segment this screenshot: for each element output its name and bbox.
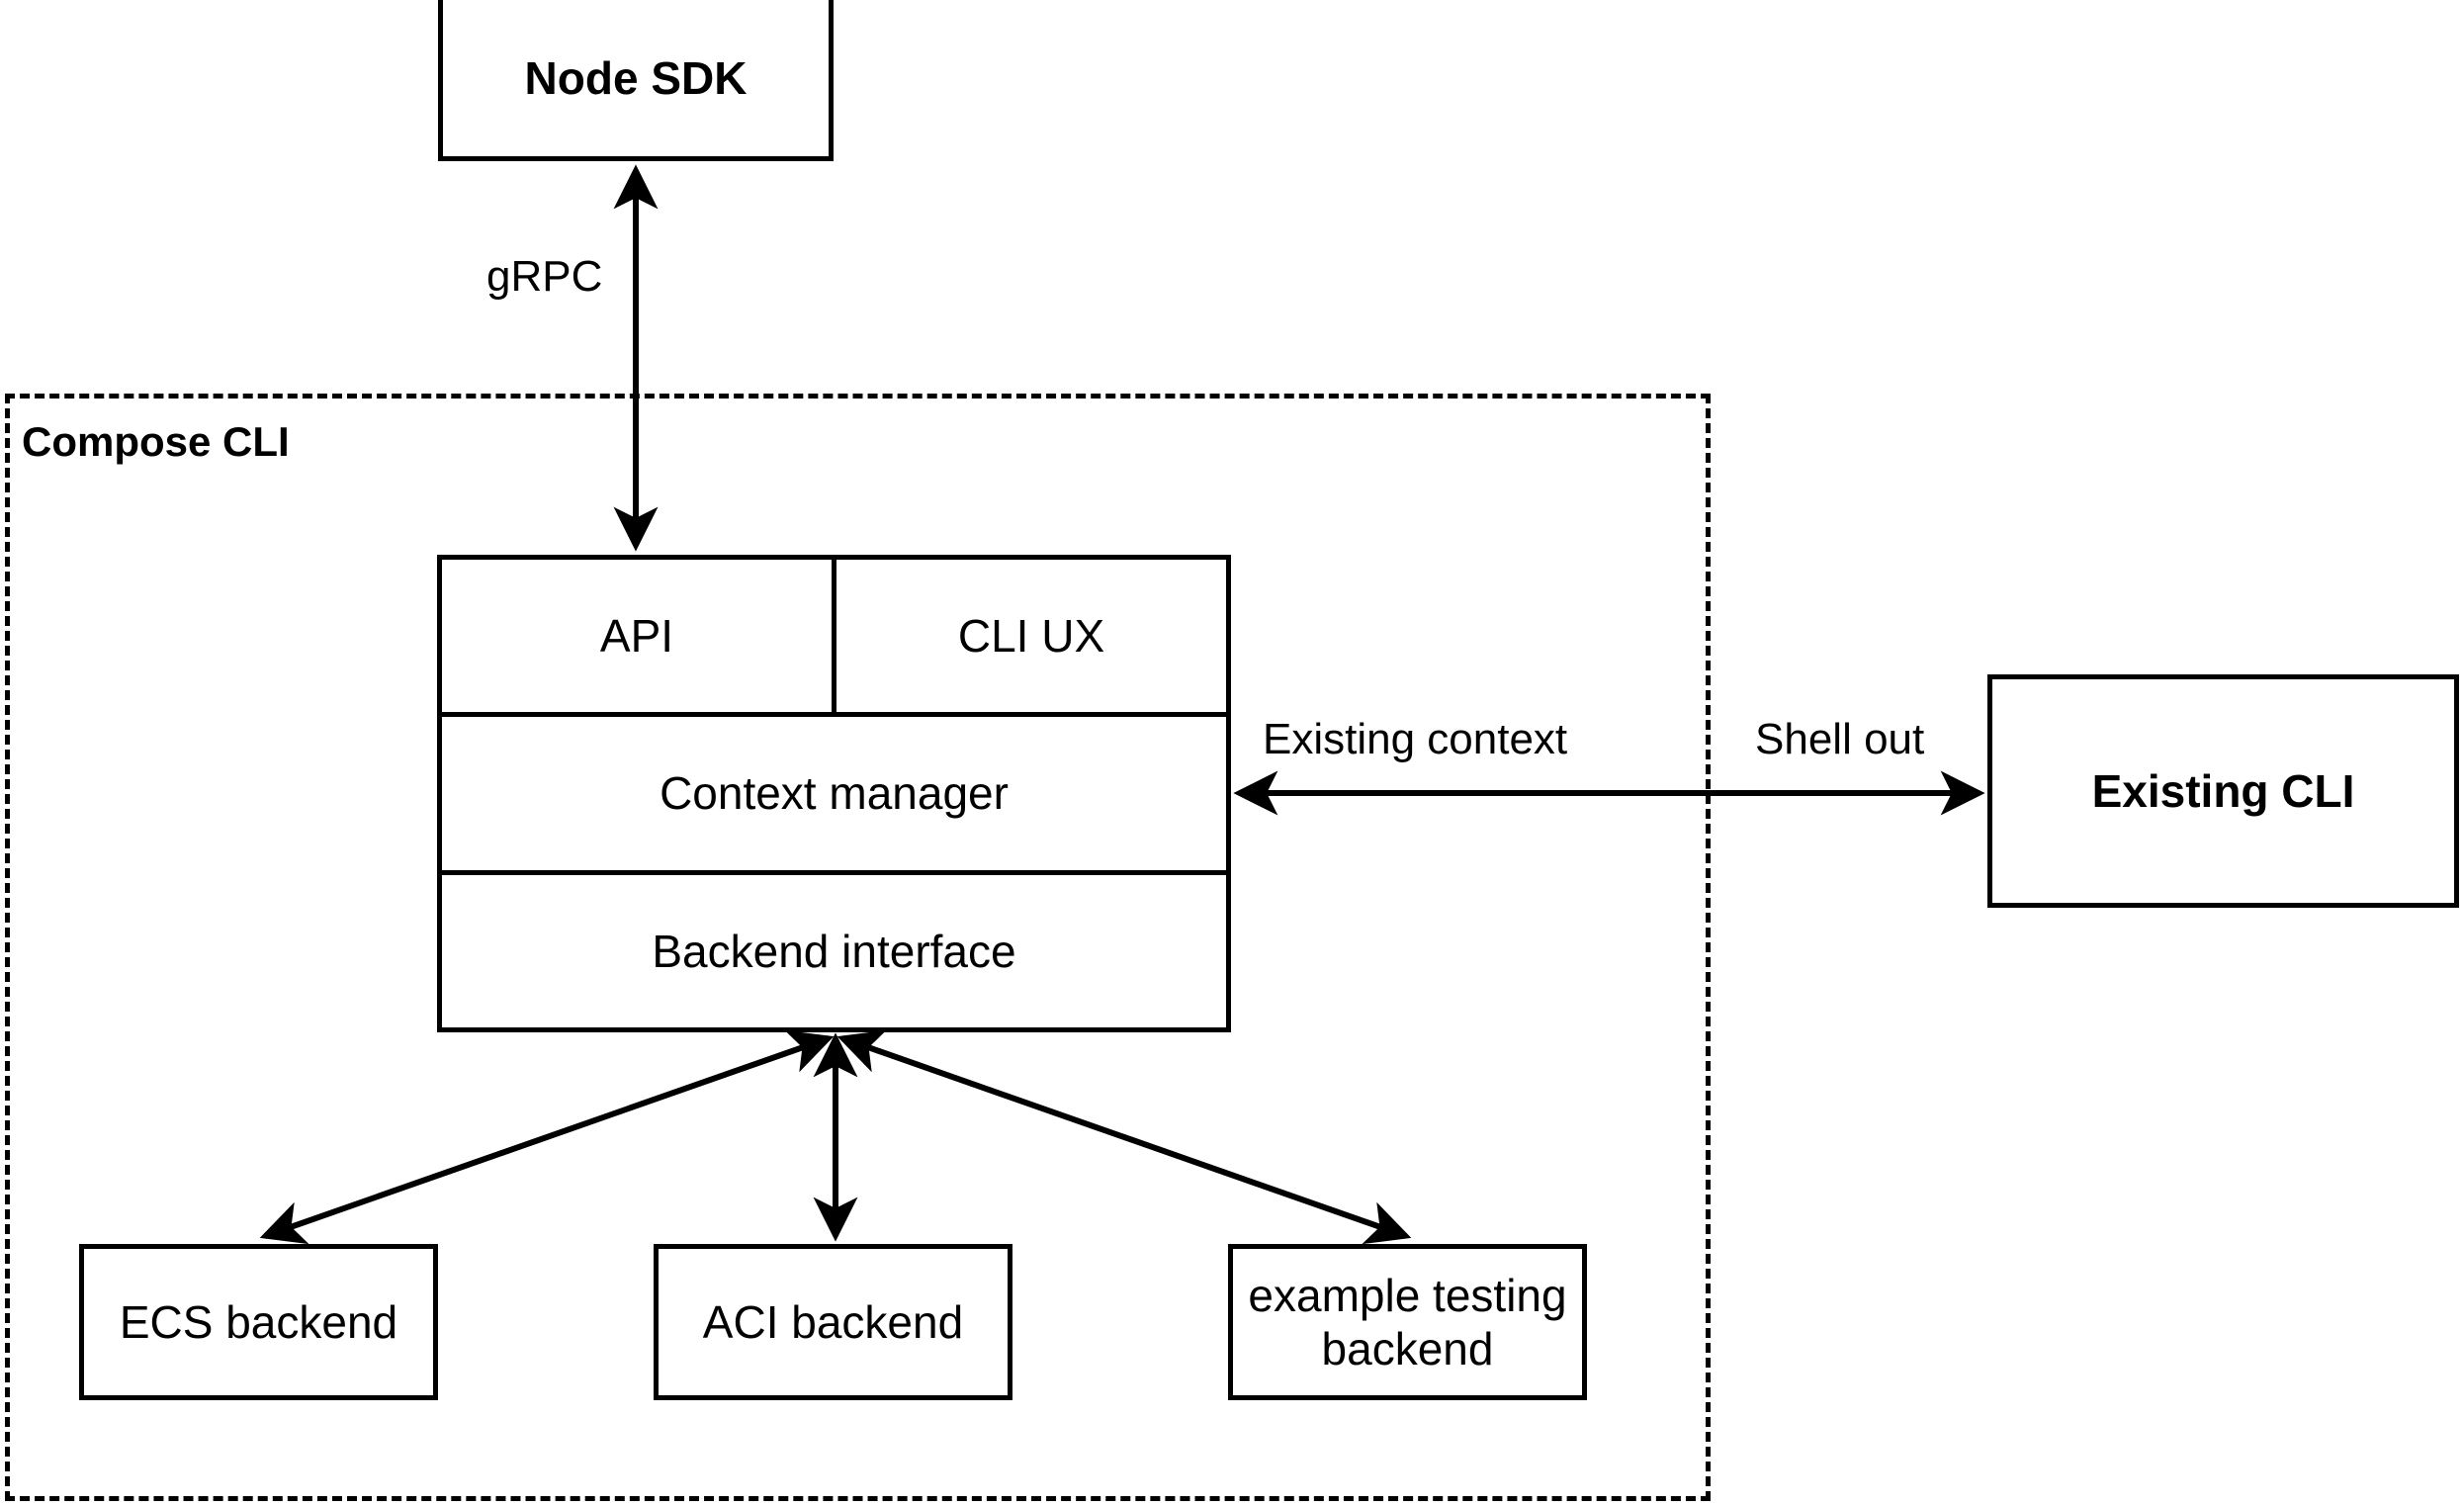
node-ecs-backend-label: ECS backend — [119, 1295, 398, 1348]
node-backend-interface-label: Backend interface — [652, 925, 1016, 977]
node-cli-ux-label: CLI UX — [957, 610, 1105, 663]
edge-label-shell-out: Shell out — [1755, 715, 1925, 763]
stack-row-context-manager: Context manager — [442, 717, 1226, 875]
node-example-testing-backend-line1: example testing — [1248, 1269, 1567, 1321]
stack-row-top: API CLI UX — [442, 560, 1226, 718]
node-context-manager[interactable]: Context manager — [442, 717, 1226, 869]
group-compose-cli-label: Compose CLI — [22, 418, 290, 465]
node-api-label: API — [599, 610, 674, 663]
node-existing-cli[interactable]: Existing CLI — [1987, 674, 2459, 908]
node-context-manager-label: Context manager — [660, 767, 1009, 820]
edge-label-existing-context: Existing context — [1263, 715, 1568, 763]
node-aci-backend[interactable]: ACI backend — [654, 1244, 1012, 1400]
node-compose-cli-stack: API CLI UX Context manager Backend inter… — [437, 555, 1231, 1032]
node-example-testing-backend[interactable]: example testing backend — [1228, 1244, 1587, 1400]
node-backend-interface[interactable]: Backend interface — [442, 875, 1226, 1027]
stack-row-backend-interface: Backend interface — [442, 875, 1226, 1027]
node-example-testing-backend-label: example testing backend — [1248, 1269, 1566, 1376]
node-example-testing-backend-line2: backend — [1321, 1323, 1494, 1374]
group-compose-cli — [5, 394, 1711, 1501]
node-api[interactable]: API — [442, 560, 836, 713]
node-existing-cli-label: Existing CLI — [2091, 764, 2355, 817]
node-node-sdk[interactable]: Node SDK — [438, 0, 834, 161]
node-aci-backend-label: ACI backend — [702, 1295, 964, 1348]
node-ecs-backend[interactable]: ECS backend — [79, 1244, 438, 1400]
node-cli-ux[interactable]: CLI UX — [836, 560, 1226, 712]
node-node-sdk-label: Node SDK — [524, 51, 748, 104]
edge-label-grpc: gRPC — [486, 252, 603, 301]
